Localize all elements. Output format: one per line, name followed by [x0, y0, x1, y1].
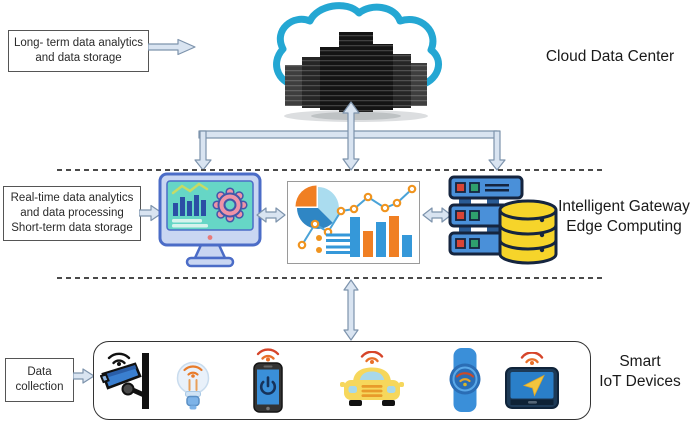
database-icon	[498, 199, 558, 265]
cloud-edge-connectors	[194, 101, 506, 171]
iot-devices-container	[93, 341, 591, 420]
annotation-line: collection	[15, 381, 64, 393]
annotation-data-collection: Data collection	[5, 358, 74, 402]
smartphone-icon	[253, 348, 283, 413]
annotation-line: Short-term data storage	[11, 222, 133, 235]
label-cloud-data-center: Cloud Data Center	[545, 48, 675, 65]
arrow-long-term-to-cloud	[148, 38, 196, 56]
annotation-line: Real-time data analytics	[10, 191, 134, 204]
annotation-line: Data	[27, 365, 52, 378]
layer-separator-cloud-edge	[57, 169, 602, 171]
arrow-real-time-to-edge	[139, 204, 163, 222]
server-racks	[285, 32, 427, 112]
mini-bar-chart	[173, 195, 206, 216]
monitor-dashboard-gear-icon	[158, 172, 262, 268]
edge-iot-connector	[343, 279, 359, 341]
pie-chart	[295, 185, 339, 229]
label-smart-iot-devices: Smart IoT Devices	[599, 353, 681, 391]
connected-car-icon	[340, 351, 404, 406]
cloud-data-center-icon	[273, 2, 442, 122]
annotation-long-term: Long- term data analytics and data stora…	[8, 30, 149, 72]
server-database-icon	[448, 175, 558, 265]
annotation-line: Long- term data analytics	[13, 36, 144, 49]
layer-separator-edge-iot	[57, 277, 602, 279]
arrow-monitor-analytics	[256, 207, 286, 223]
gps-navigator-icon	[505, 352, 559, 409]
bar-chart	[350, 217, 412, 257]
label-edge-computing: Intelligent Gateway Edge Computing	[558, 198, 690, 236]
gear-icon	[212, 187, 248, 223]
list-icon	[316, 233, 354, 254]
smart-watch-icon	[449, 348, 481, 412]
arrow-data-collection-to-iot	[73, 368, 95, 384]
security-camera-icon	[100, 352, 149, 409]
analytics-panel-icon	[287, 181, 420, 264]
annotation-real-time: Real-time data analytics and data proces…	[3, 186, 141, 241]
annotation-line: and data processing	[20, 206, 124, 219]
smart-bulb-icon	[176, 361, 210, 410]
annotation-line: and data storage	[35, 52, 122, 64]
